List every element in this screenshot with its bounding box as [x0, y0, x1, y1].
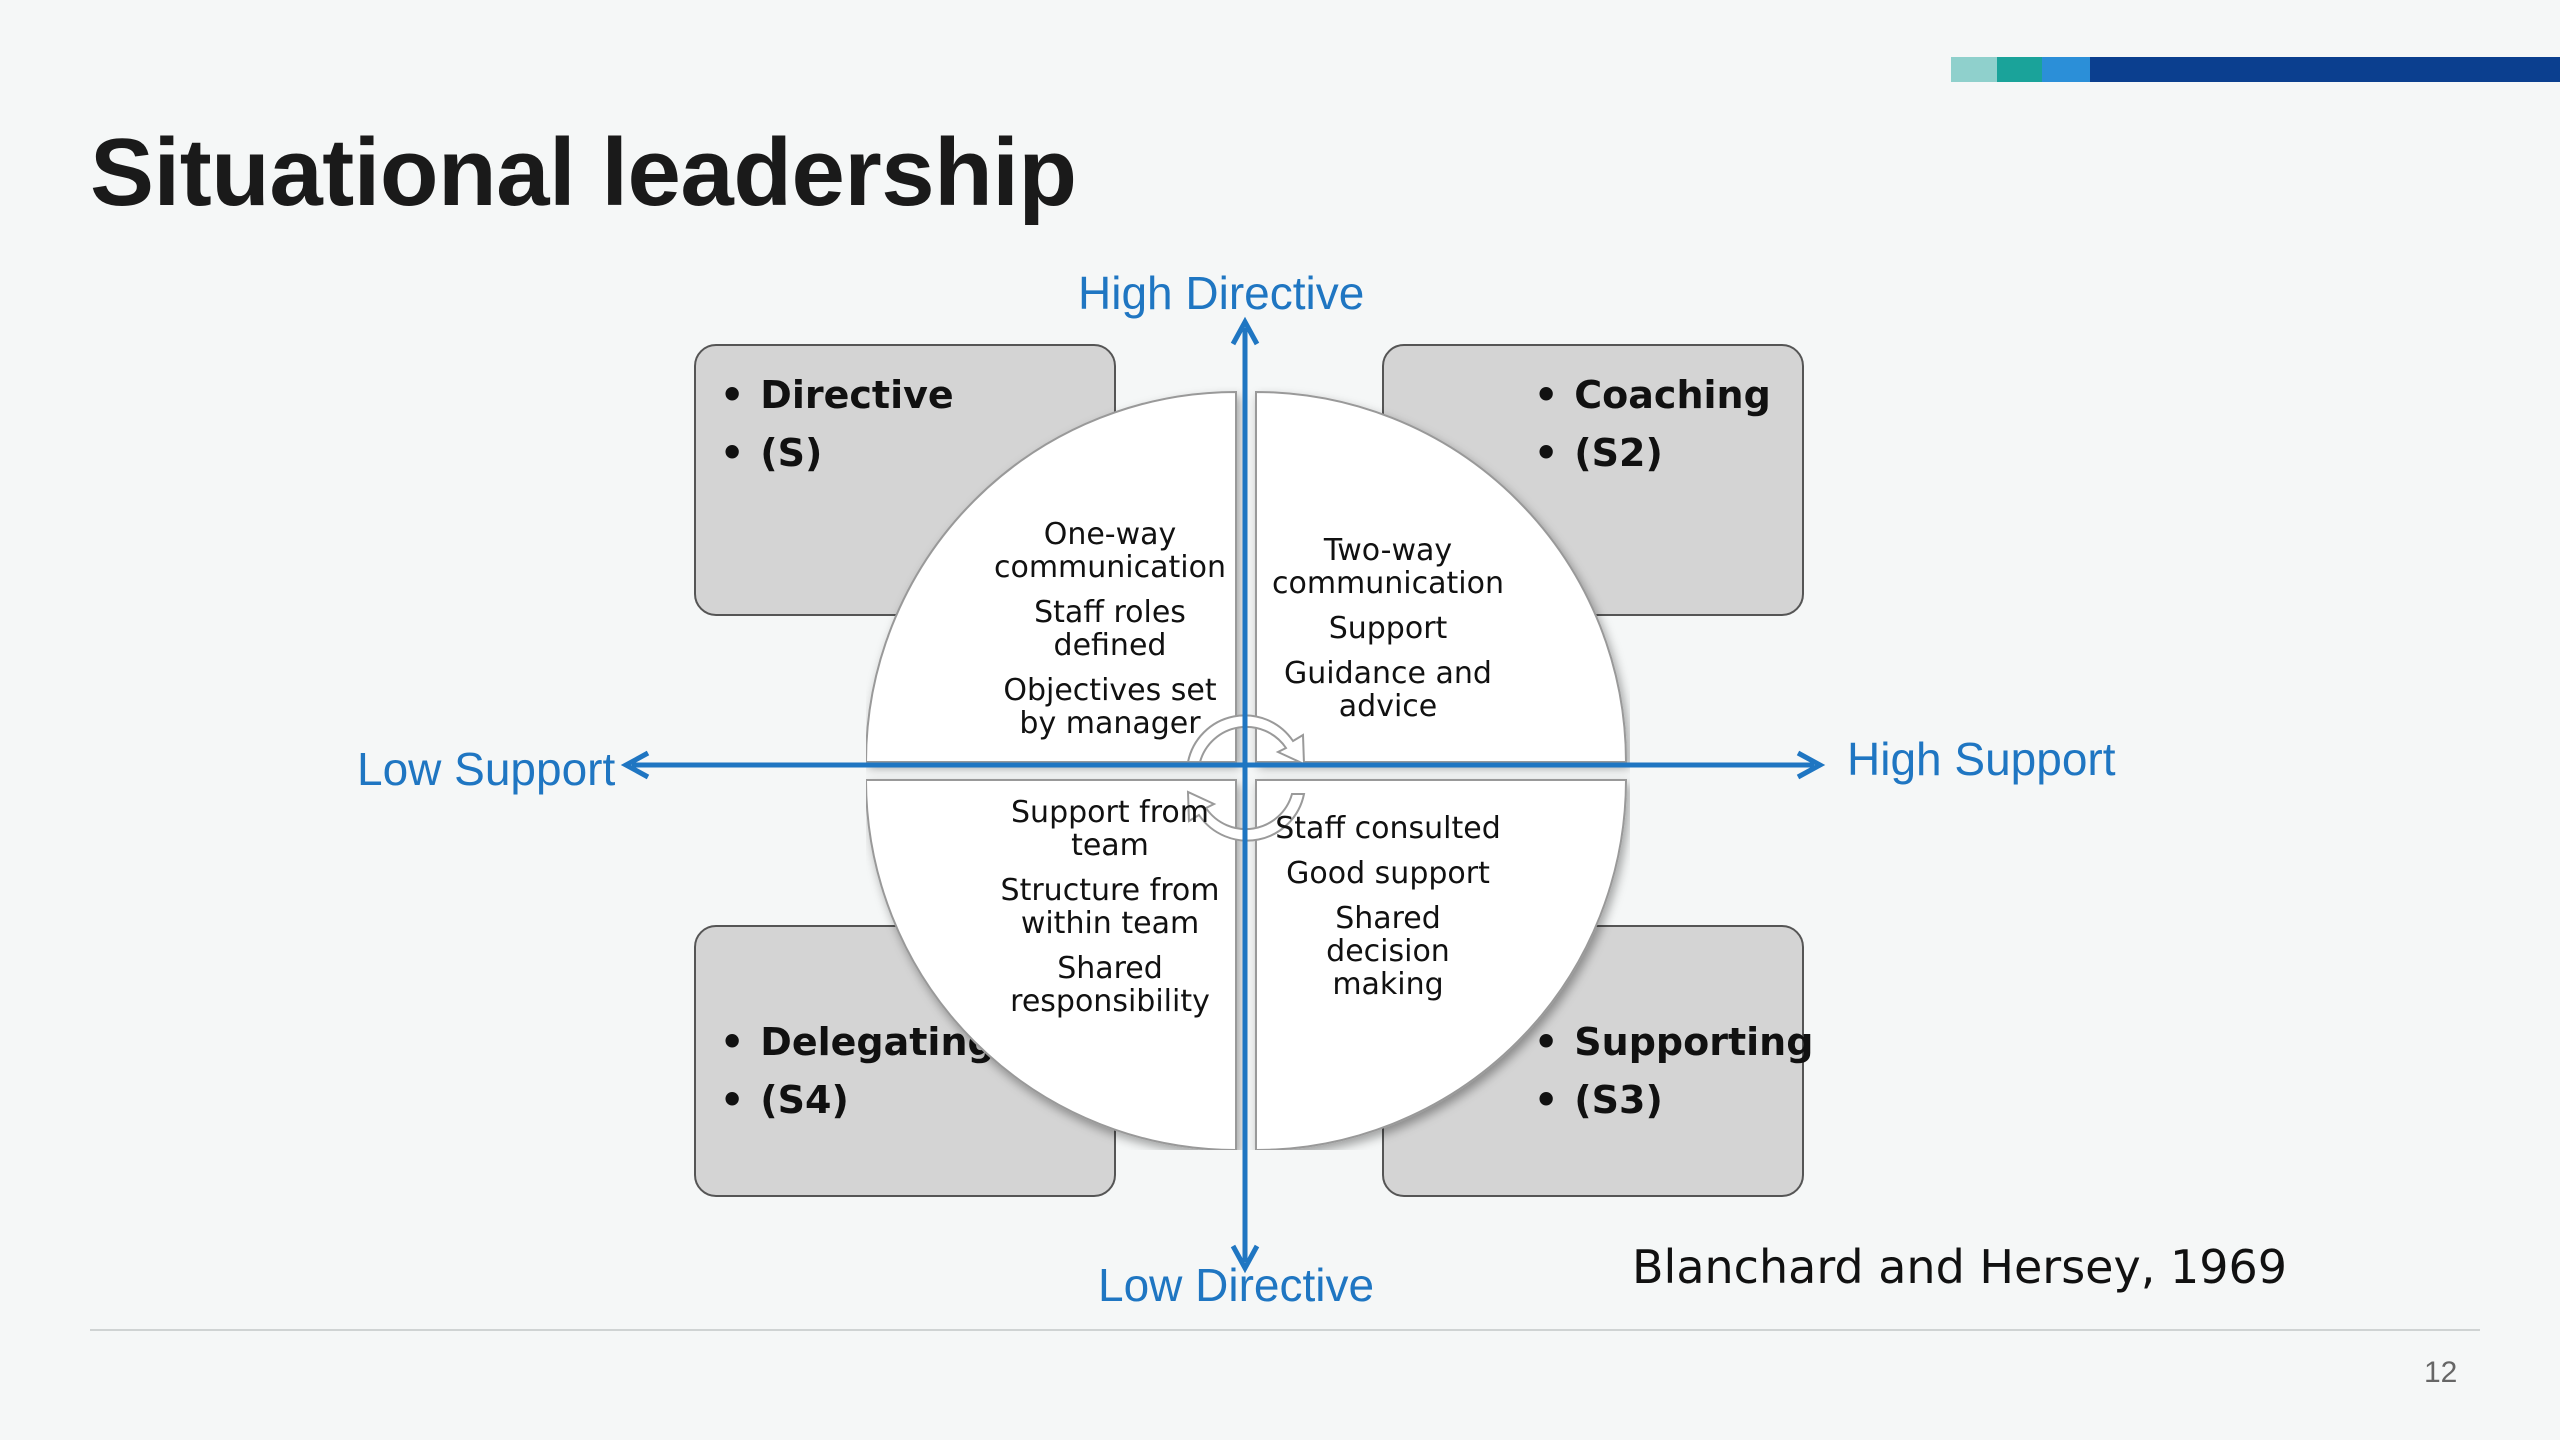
- axis-label-top: High Directive: [1078, 267, 1365, 319]
- axis-label-bottom: Low Directive: [1098, 1259, 1375, 1311]
- style-title: Directive: [720, 366, 953, 424]
- quadrant-text-bottom-right: Staff consulted Good support Shared deci…: [1268, 812, 1508, 1013]
- style-code: (S4): [720, 1071, 995, 1129]
- quadrant-top-right: [1255, 390, 1628, 763]
- style-title: Supporting: [1534, 1013, 1813, 1071]
- quadrant-text-top-left: One-way communication Staff roles define…: [990, 518, 1230, 752]
- page-number: 12: [2424, 1356, 2458, 1389]
- style-code: (S3): [1534, 1071, 1813, 1129]
- quadrant-point: Two-way communication: [1271, 533, 1504, 601]
- quadrant-point: Staff roles defined: [1034, 595, 1186, 663]
- quadrant-bottom-right: [1255, 779, 1628, 1150]
- quadrant-point: Support from team: [1011, 795, 1209, 863]
- arrow-down-icon: [1230, 1244, 1260, 1274]
- quadrant-point: Structure from within team: [1000, 873, 1220, 941]
- quadrant-disk: [866, 390, 1628, 1150]
- quadrant-point: Staff consulted: [1275, 811, 1501, 846]
- quadrant-top-left: [866, 390, 1237, 763]
- quadrant-text-bottom-left: Support from team Structure from within …: [990, 796, 1230, 1030]
- accent-segment: [1997, 57, 2042, 82]
- quadrant-bottom-left: [866, 779, 1237, 1150]
- quadrant-point: Shared decision making: [1326, 901, 1450, 1002]
- arrow-right-icon: [1796, 750, 1826, 780]
- axis-label-right: High Support: [1847, 733, 2116, 785]
- accent-segment: [2042, 57, 2090, 82]
- page-title: Situational leadership: [90, 119, 1077, 226]
- style-code: (S): [720, 424, 954, 482]
- quadrant-text-top-right: Two-way communication Support Guidance a…: [1268, 534, 1508, 735]
- quadrant-point: Objectives set by manager: [1003, 673, 1217, 741]
- quadrant-point: Support: [1328, 611, 1448, 646]
- citation: Blanchard and Hersey, 1969: [1632, 1240, 2288, 1294]
- footer-divider: [90, 1329, 2480, 1331]
- quadrant-point: Guidance and advice: [1284, 656, 1492, 724]
- quadrant-point: One-way communication: [993, 517, 1226, 585]
- style-title: Coaching: [1534, 366, 1771, 424]
- axis-label-left: Low Support: [357, 743, 616, 795]
- accent-segment: [2090, 57, 2560, 82]
- quadrant-point: Shared responsibility: [1010, 951, 1210, 1019]
- circular-arrows-icon: [1186, 714, 1306, 842]
- style-code: (S2): [1534, 424, 1771, 482]
- arrow-left-icon: [620, 750, 650, 780]
- quadrant-point: Good support: [1286, 856, 1490, 891]
- arrow-up-icon: [1230, 316, 1260, 346]
- style-title: Delegating: [720, 1013, 994, 1071]
- accent-bar: [1951, 57, 2560, 82]
- accent-segment: [1951, 57, 1997, 82]
